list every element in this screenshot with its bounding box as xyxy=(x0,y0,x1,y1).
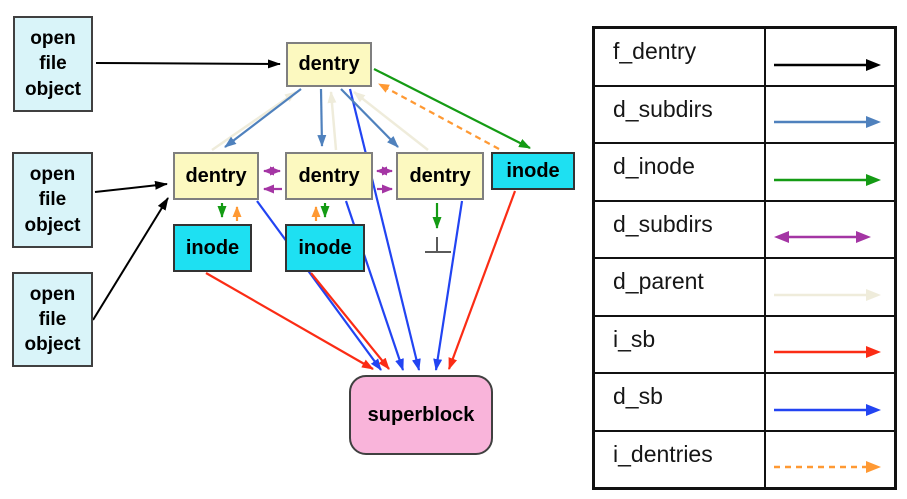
d-sb-arrow-dentry3 xyxy=(433,200,464,371)
legend-arrow-head xyxy=(866,461,881,474)
legend-row-f-dentry: f_dentry xyxy=(595,29,894,85)
legend-arrow-head xyxy=(856,231,871,244)
dentry-label: dentry xyxy=(185,164,247,187)
dentry-label: dentry xyxy=(298,53,360,75)
d-sb-arrow-dentry1 xyxy=(256,200,382,371)
d-subdirs-arrow-2 xyxy=(317,88,327,147)
legend-row-i-dentries: i_dentries xyxy=(595,429,894,488)
superblock-label: superblock xyxy=(367,403,475,426)
inode-label: inode xyxy=(506,159,560,182)
open-file-object-box-2: open file object xyxy=(12,152,93,248)
d-inode-arrows xyxy=(217,68,531,229)
f-dentry-arrow-1 xyxy=(95,59,281,69)
dentry-box-1: dentry xyxy=(173,152,259,200)
superblock-box: superblock xyxy=(349,375,493,455)
dentry-box-3: dentry xyxy=(396,152,484,200)
d-subdirs-arrow-3 xyxy=(340,88,399,148)
legend-arrow-head xyxy=(866,346,881,359)
legend-arrow-head xyxy=(866,116,881,129)
legend-label: d_inode xyxy=(595,144,766,200)
legend-arrow-head-left xyxy=(774,231,789,244)
i-sb-arrow-inode1 xyxy=(205,272,374,370)
d-subdirs-tree-arrows xyxy=(224,88,399,148)
legend-arrow-cell xyxy=(766,374,894,430)
d-subdirs-arrow-1 xyxy=(224,88,302,148)
legend-table: f_dentry d_subdirs d_inode xyxy=(592,26,897,490)
legend-arrow-cell xyxy=(766,202,894,258)
legend-arrow-head xyxy=(866,403,881,416)
d-subdirs-double-arrow-sample-icon xyxy=(774,231,871,244)
open-file-object-box-3: open file object xyxy=(12,272,93,367)
null-pointer-symbol xyxy=(425,237,451,253)
dentry-root-box: dentry xyxy=(286,42,372,87)
f-dentry-arrow-2 xyxy=(94,180,168,193)
legend-label: d_subdirs xyxy=(595,86,766,142)
legend-arrow-cell xyxy=(766,259,894,315)
inode-label: inode xyxy=(185,236,240,259)
legend-row-d-subdirs: d_subdirs xyxy=(595,84,894,143)
inode-box-right: inode xyxy=(491,152,575,190)
d-subdirs-sibling-arrows xyxy=(263,166,393,194)
i-dentries-arrow-sample-icon xyxy=(774,461,881,474)
d-sb-arrow-sample-icon xyxy=(774,403,881,416)
i-sb-arrow-sample-icon xyxy=(774,346,881,359)
legend-arrow-cell xyxy=(766,87,894,143)
legend-label: i_sb xyxy=(595,316,766,372)
legend-label: d_subdirs xyxy=(595,201,766,257)
legend-arrow-head xyxy=(866,173,881,186)
d-parent-arrow-2 xyxy=(327,91,338,151)
legend-label: d_parent xyxy=(595,259,766,315)
d-inode-arrow-root xyxy=(373,68,531,149)
legend-label: d_sb xyxy=(595,374,766,430)
legend-arrow-cell xyxy=(766,29,894,85)
inode-box-2: inode xyxy=(285,224,365,272)
legend-arrow-head xyxy=(866,288,881,301)
i-dentries-arrows xyxy=(232,83,500,221)
d-sb-arrow-root-dentry xyxy=(348,88,421,371)
dentry-box-2: dentry xyxy=(285,152,373,200)
d-parent-arrows xyxy=(211,90,429,152)
dentry-label: dentry xyxy=(298,164,360,187)
d-parent-arrow-3 xyxy=(353,91,429,151)
inode-label: inode xyxy=(298,236,352,259)
legend-row-d-sb: d_sb xyxy=(595,372,894,430)
legend-row-d-inode: d_inode xyxy=(595,142,894,200)
f-dentry-arrows xyxy=(92,59,281,321)
legend-row-i-sb: i_sb xyxy=(595,314,894,373)
d-parent-arrow-sample-icon xyxy=(774,288,881,301)
legend-row-d-parent: d_parent xyxy=(595,257,894,315)
i-sb-arrows xyxy=(205,190,517,370)
f-dentry-arrow-sample-icon xyxy=(774,58,881,71)
d-subdirs-arrow-sample-icon xyxy=(774,116,881,129)
open-file-object-label: open file object xyxy=(24,164,81,236)
legend-label: i_dentries xyxy=(595,431,766,487)
i-dentries-arrow-root xyxy=(378,83,500,150)
legend-arrow-cell xyxy=(766,317,894,373)
f-dentry-arrow-3 xyxy=(92,197,169,321)
i-sb-arrow-inode2 xyxy=(310,272,390,370)
dentry-label: dentry xyxy=(409,164,471,187)
legend-row-d-subdirs-double: d_subdirs xyxy=(595,199,894,258)
d-parent-arrow-1 xyxy=(211,90,297,152)
legend-arrow-head xyxy=(866,58,881,71)
legend-arrow-cell xyxy=(766,432,894,488)
inode-box-1: inode xyxy=(173,224,252,272)
open-file-object-box-1: open file object xyxy=(13,16,93,112)
legend-arrow-cell xyxy=(766,144,894,200)
open-file-object-label: open file object xyxy=(24,283,81,356)
legend-label: f_dentry xyxy=(595,29,766,85)
i-sb-arrow-inode3 xyxy=(447,190,517,370)
open-file-object-label: open file object xyxy=(25,28,81,100)
d-inode-arrow-sample-icon xyxy=(774,173,881,186)
